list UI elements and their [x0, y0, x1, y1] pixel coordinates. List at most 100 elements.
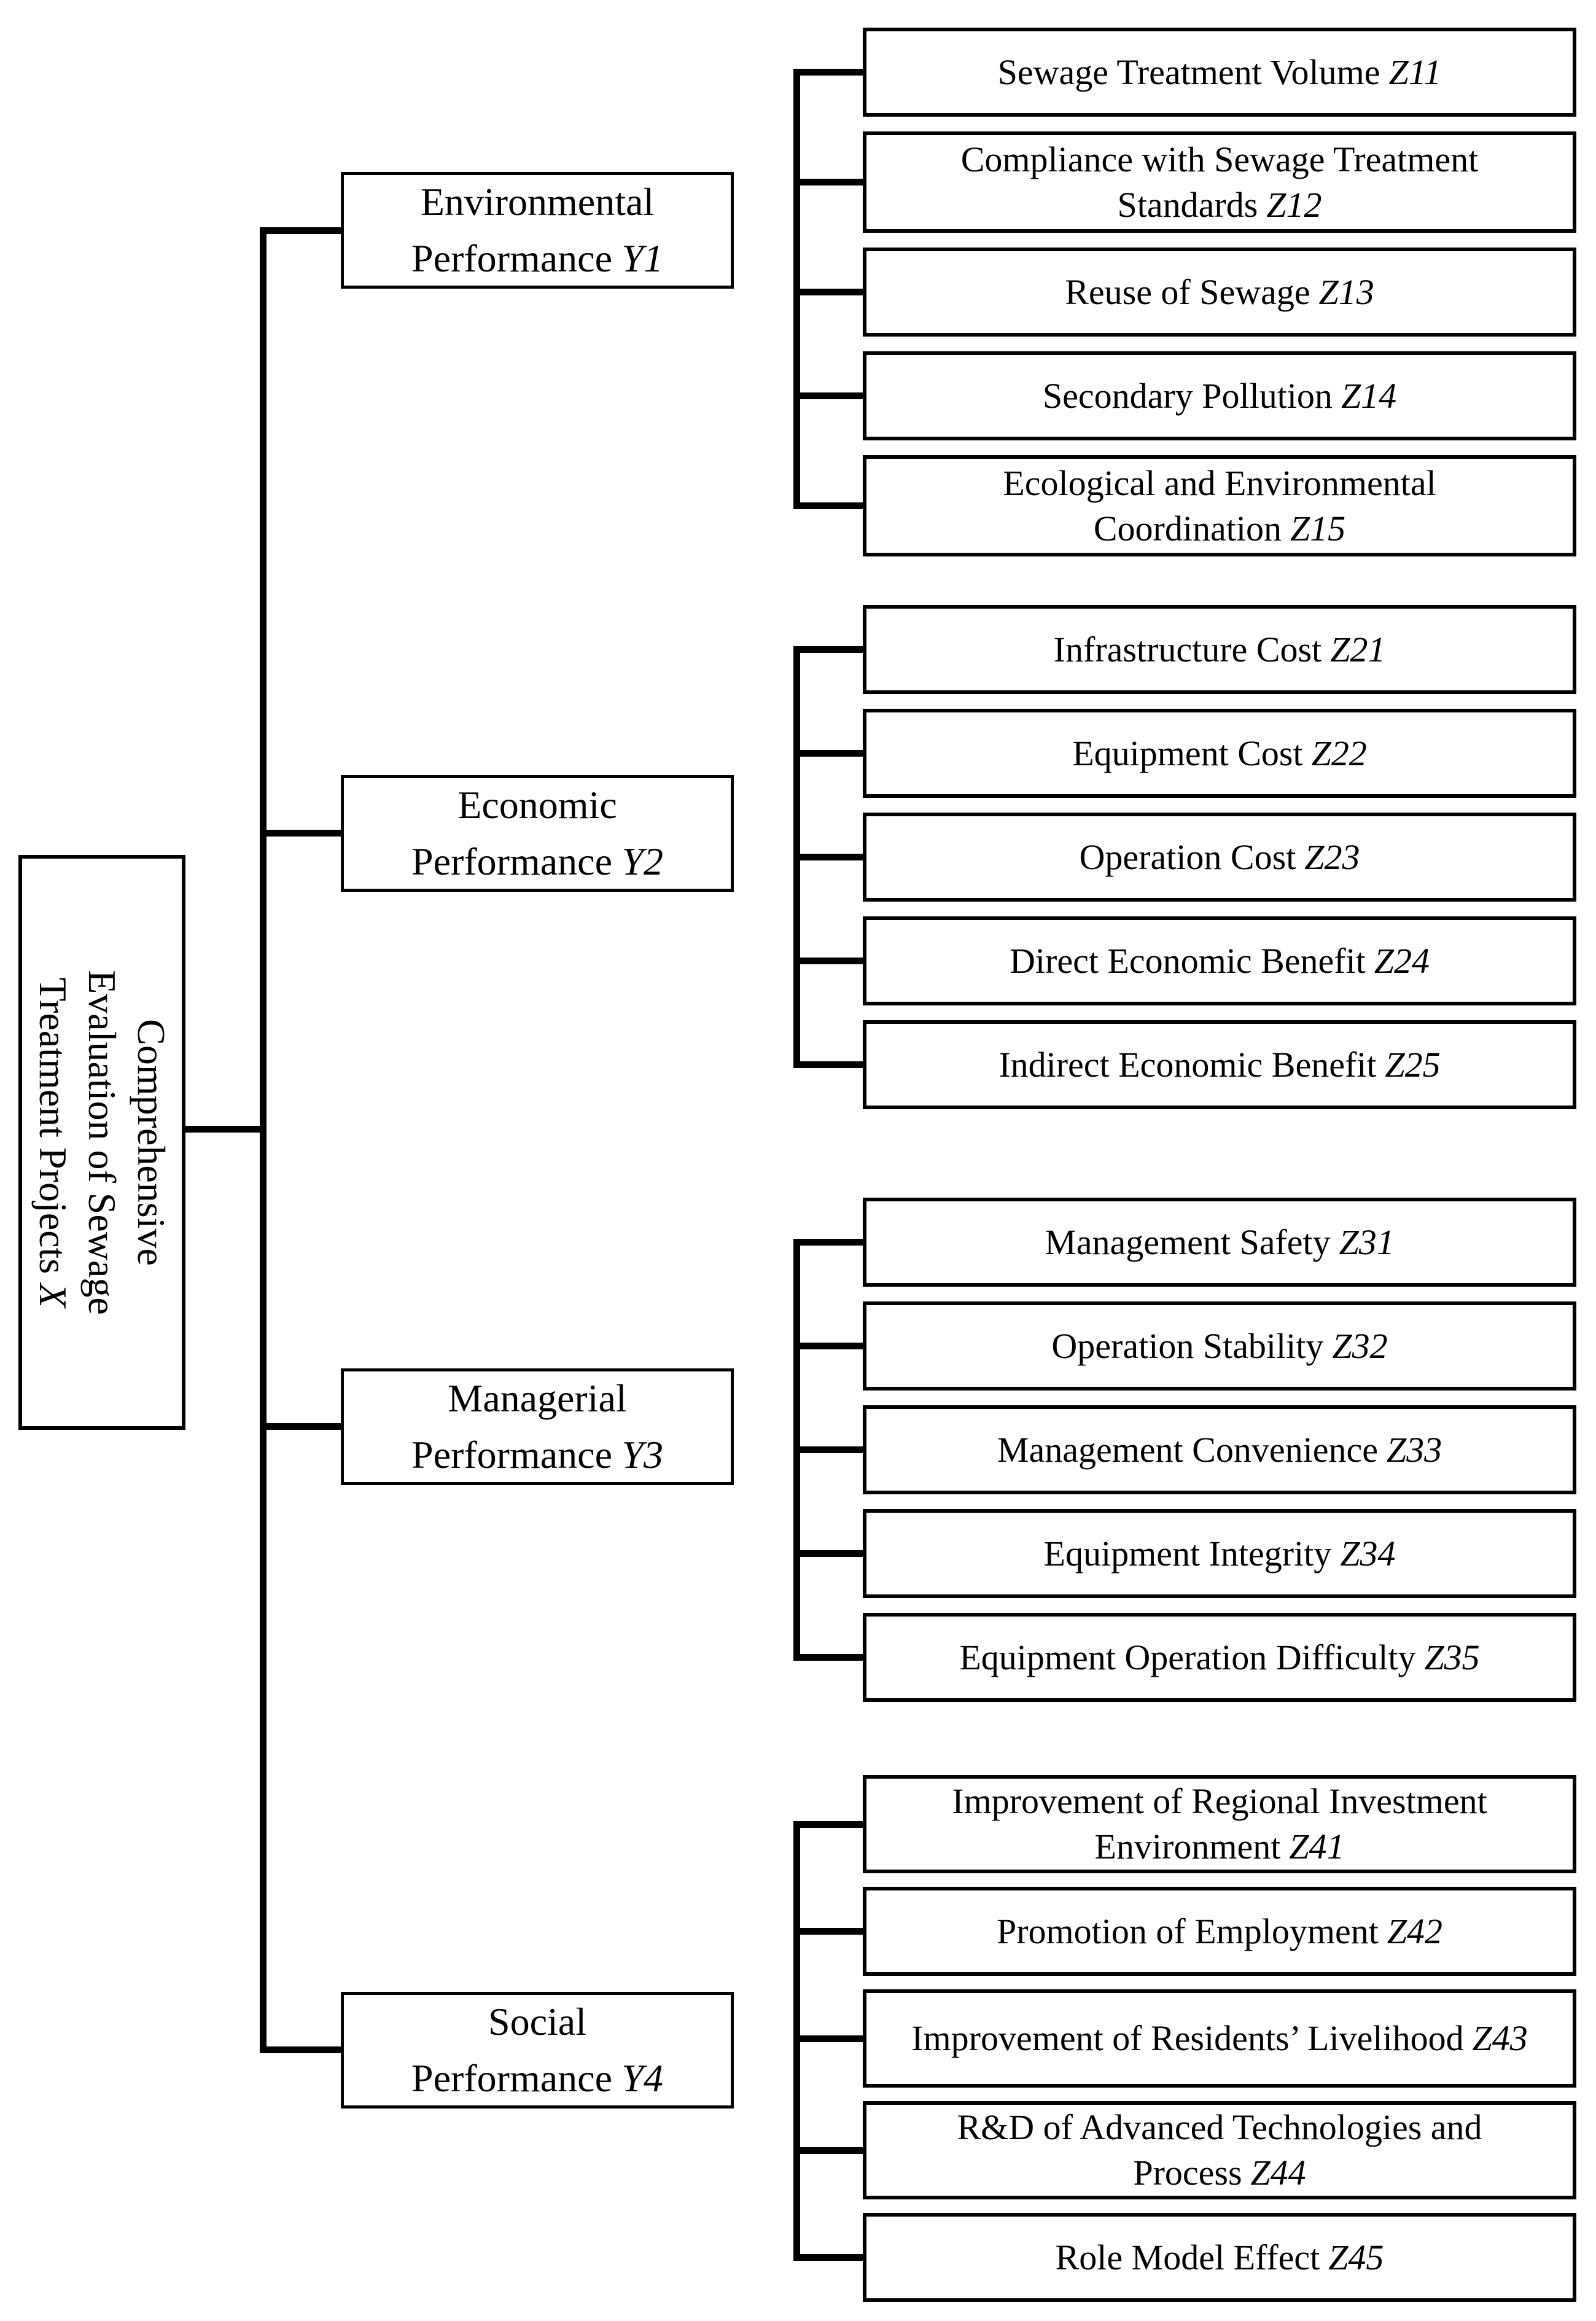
leaf-text: Equipment Integrity [1043, 1533, 1332, 1574]
category-label-line: Social [488, 2000, 586, 2043]
leaf-text: Compliance with Sewage Treatment Standar… [960, 139, 1479, 225]
category-label-text: Performance [411, 236, 612, 280]
leaf-code: Z35 [1424, 1637, 1480, 1677]
connector-trunk-v [260, 227, 267, 2053]
leaf-code: Z22 [1311, 733, 1367, 773]
category-code: Y4 [621, 2056, 663, 2100]
connector-leaf-z12-h [793, 179, 863, 185]
leaf-text: Improvement of Residents’ Livelihood [911, 2018, 1464, 2058]
leaf-text: Secondary Pollution [1042, 375, 1333, 416]
connector-leaf-z35-h [793, 1654, 863, 1661]
leaf-text: Promotion of Employment [996, 1911, 1379, 1951]
leaf-text: R&D of Advanced Technologies and Process [957, 2107, 1482, 2193]
leaf-code: Z32 [1332, 1325, 1388, 1366]
leaf-box-z44: R&D of Advanced Technologies and Process… [863, 2101, 1576, 2199]
connector-leaf-z23-h [793, 854, 863, 860]
leaf-text: Infrastructure Cost [1053, 629, 1322, 669]
leaf-label: Improvement of Regional Investment Envir… [866, 1779, 1573, 1870]
connector-leaf-z11-h [793, 69, 863, 76]
leaf-code: Z42 [1387, 1911, 1443, 1951]
category-code: Y1 [621, 236, 663, 280]
leaf-code: Z43 [1472, 2018, 1528, 2058]
root-node: Comprehensive Evaluation of Sewage Treat… [18, 855, 185, 1430]
leaf-code: Z12 [1266, 184, 1322, 225]
root-code: X [31, 1283, 75, 1308]
category-code: Y3 [621, 1433, 663, 1476]
leaf-code: Z14 [1341, 375, 1397, 416]
root-label-line: Treatment ProjectsX [28, 855, 77, 1430]
root-label-text: Treatment Projects [31, 977, 75, 1274]
connector-category-y4-h [260, 2046, 341, 2053]
leaf-label: R&D of Advanced Technologies and Process… [866, 2105, 1573, 2196]
leaf-text: Management Safety [1045, 1222, 1331, 1262]
leaf-code: Z21 [1330, 629, 1386, 669]
connector-category-y1-h [260, 227, 341, 234]
connector-leaf-z32-h [793, 1343, 863, 1349]
connector-leaf-z45-h [793, 2254, 863, 2261]
connector-leaf-z41-h [793, 1821, 863, 1828]
connector-category-y3-h [260, 1423, 341, 1430]
connector-leaf-z31-h [793, 1239, 863, 1246]
leaf-text: Management Convenience [997, 1429, 1378, 1470]
connector-leaf-z14-h [793, 392, 863, 399]
connector-leaf-z21-h [793, 646, 863, 653]
leaf-code: Z44 [1250, 2153, 1306, 2193]
category-label-text: Performance [411, 2056, 612, 2100]
category-label-text: Performance [411, 840, 612, 883]
leaf-text: Reuse of Sewage [1065, 271, 1310, 312]
leaf-code: Z24 [1374, 940, 1430, 981]
root-label-line: Comprehensive [130, 1019, 173, 1266]
connector-root-h [185, 1126, 267, 1133]
connector-leaf-z24-h [793, 958, 863, 964]
connector-leaf-z43-h [793, 2035, 863, 2042]
connector-category-y2-h [260, 830, 341, 837]
leaf-label: Compliance with Sewage Treatment Standar… [866, 137, 1573, 228]
category-label-text: Performance [411, 1433, 612, 1476]
leaf-box-z41: Improvement of Regional Investment Envir… [863, 1775, 1576, 1873]
connector-leaf-z34-h [793, 1550, 863, 1557]
leaf-code: Z31 [1339, 1222, 1395, 1262]
leaf-code: Z23 [1304, 837, 1360, 877]
leaf-code: Z25 [1385, 1044, 1441, 1085]
connector-leaf-z42-h [793, 1928, 863, 1935]
leaf-text: Direct Economic Benefit [1010, 940, 1366, 981]
leaf-code: Z34 [1340, 1533, 1396, 1574]
connector-leaf-z25-h [793, 1061, 863, 1068]
leaf-text: Equipment Operation Difficulty [959, 1637, 1416, 1677]
category-label-line: Environmental [420, 180, 655, 224]
root-label-line: Evaluation of Sewage [80, 970, 124, 1315]
leaf-text: Sewage Treatment Volume [997, 52, 1380, 92]
leaf-text: Improvement of Regional Investment Envir… [952, 1781, 1487, 1867]
leaf-label: Ecological and Environmental Coordinatio… [866, 461, 1573, 552]
root-label: Comprehensive Evaluation of Sewage Treat… [18, 855, 185, 1430]
leaf-code: Z13 [1318, 271, 1374, 312]
leaf-code: Z45 [1328, 2237, 1384, 2277]
